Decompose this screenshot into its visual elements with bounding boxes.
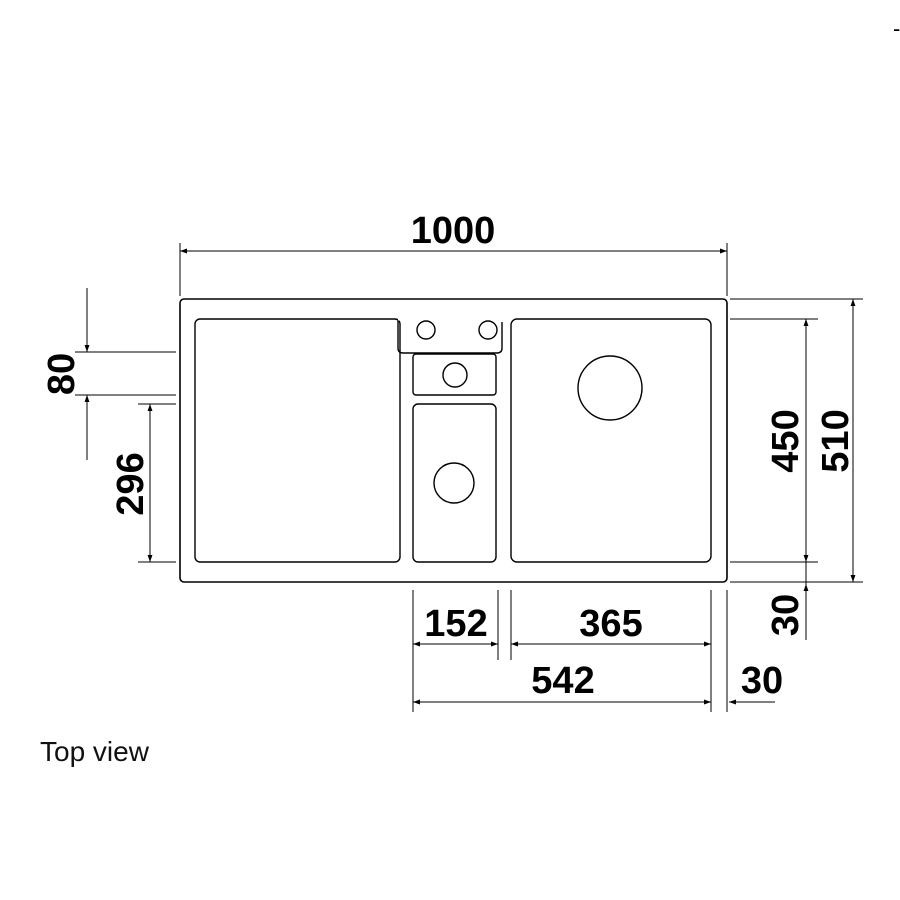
- overflow-icon: [442, 362, 468, 388]
- main-bowl-drain-icon: [577, 355, 643, 421]
- dim-small-bowl-depth: 296: [110, 452, 152, 515]
- tap-hole-icon: [478, 320, 498, 340]
- dim-total-width: 1000: [411, 210, 496, 252]
- dim-small-bowl-width: 152: [424, 603, 487, 645]
- view-caption: Top view: [40, 736, 149, 767]
- small-bowl: [412, 403, 497, 563]
- dim-bowls-width: 542: [531, 660, 594, 702]
- main-bowl: [510, 318, 712, 563]
- dim-bowl-depth: 450: [765, 409, 807, 472]
- tap-hole-icon: [416, 320, 436, 340]
- dim-bottom-offset: 30: [765, 594, 807, 636]
- small-compartment-top: [412, 353, 497, 396]
- dim-top-offset: 80: [41, 353, 83, 395]
- small-bowl-drain-icon: [433, 462, 475, 504]
- drainer-notch: [397, 320, 503, 354]
- sink-outline: [179, 298, 728, 583]
- dim-right-offset: 30: [741, 660, 783, 702]
- corner-mark: -: [893, 16, 900, 41]
- dim-total-depth: 510: [815, 409, 857, 472]
- dim-main-bowl-width: 365: [579, 603, 642, 645]
- drainer-area: [194, 318, 401, 563]
